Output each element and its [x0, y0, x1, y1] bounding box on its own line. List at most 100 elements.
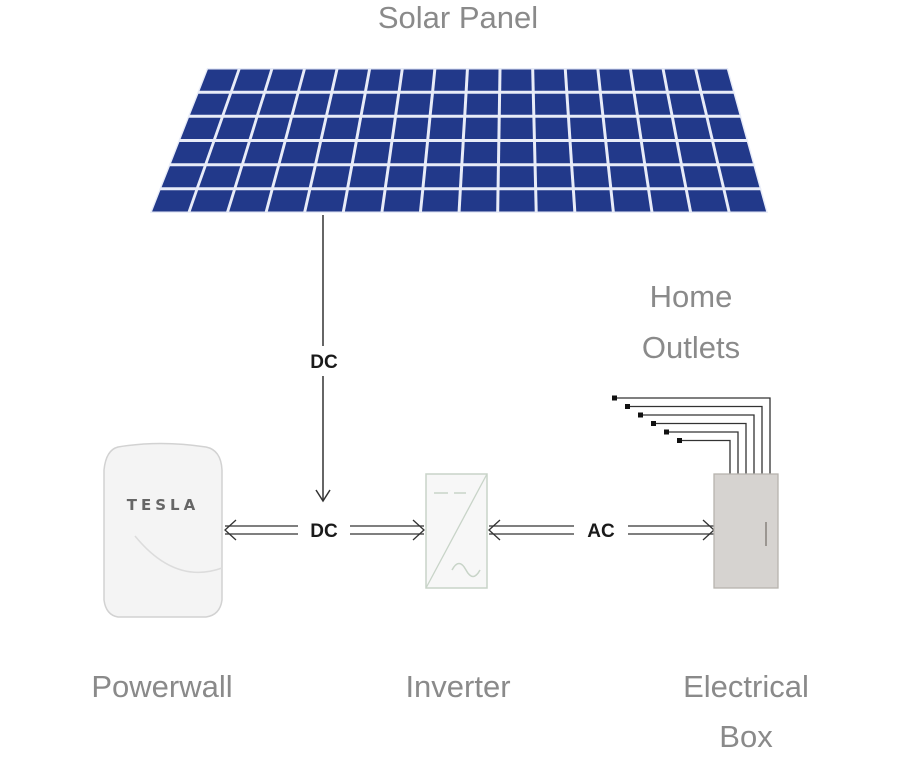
panel-cell	[397, 93, 431, 115]
panel-cell	[571, 142, 607, 164]
panel-cell	[180, 117, 221, 139]
outlet-terminal	[651, 421, 656, 426]
outlet-terminal	[677, 438, 682, 443]
panel-cell	[207, 142, 248, 164]
panel-cell	[646, 166, 685, 188]
outlet-wire	[614, 397, 771, 474]
panel-cell	[725, 190, 767, 212]
panel-cell	[687, 190, 728, 212]
panel-cell	[224, 93, 263, 115]
panel-cell	[190, 190, 233, 212]
panel-cell	[639, 117, 675, 139]
panel-cell	[431, 93, 465, 115]
panel-cell	[274, 166, 314, 188]
powerwall-icon: TESLA	[103, 442, 223, 618]
panel-cell	[287, 117, 325, 139]
ac-tag: AC	[574, 514, 628, 546]
home-outlets-label-line1: Home	[649, 279, 733, 314]
panel-cell	[642, 142, 680, 164]
panel-cell	[467, 69, 499, 91]
panel-cell	[535, 117, 569, 139]
panel-cell	[328, 93, 364, 115]
panel-cell	[573, 166, 610, 188]
panel-cell	[199, 69, 238, 91]
panel-cell	[229, 190, 271, 212]
outlet-terminal	[638, 412, 643, 418]
home-outlets-label-line2: Outlets	[641, 330, 741, 365]
panel-cell	[393, 117, 429, 139]
dc-tag-horizontal: DC	[298, 514, 350, 546]
panel-cell	[190, 93, 229, 115]
panel-cell	[664, 69, 700, 91]
dc-label-vertical: DC	[310, 352, 338, 373]
panel-cell	[612, 190, 651, 212]
panel-cell	[460, 190, 497, 212]
panel-cell	[574, 190, 612, 212]
panel-cell	[429, 117, 464, 139]
panel-cell	[400, 69, 434, 91]
panel-cell	[236, 166, 277, 188]
outlet-terminal	[664, 429, 669, 435]
panel-cell	[333, 69, 368, 91]
panel-cell	[199, 166, 241, 188]
tesla-logo: TESLA	[127, 496, 199, 514]
inverter-label: Inverter	[405, 669, 511, 704]
panel-cell	[426, 142, 462, 164]
outlet-terminal	[612, 395, 617, 401]
inverter-icon	[425, 473, 488, 589]
panel-cell	[570, 117, 604, 139]
panel-cell	[464, 117, 498, 139]
outlet-wire	[640, 414, 755, 474]
panel-cell	[280, 142, 319, 164]
panel-cell	[609, 166, 647, 188]
panel-cell	[293, 93, 330, 115]
panel-cell	[702, 93, 740, 115]
panel-cell	[306, 190, 346, 212]
electrical-box-icon	[713, 473, 779, 589]
panel-cell	[266, 69, 303, 91]
panel-cell	[244, 142, 284, 164]
panel-cell	[259, 93, 297, 115]
dc-label-horizontal: DC	[310, 521, 338, 542]
panel-cell	[604, 117, 640, 139]
panel-cell	[501, 69, 532, 91]
outlet-wire	[627, 405, 763, 474]
solar-panel-icon	[150, 68, 768, 213]
panel-cell	[300, 69, 336, 91]
panel-cell	[674, 117, 711, 139]
panel-cell	[500, 142, 534, 164]
electrical-box-label-line2: Box	[719, 719, 773, 754]
panel-cell	[650, 190, 689, 212]
outlet-terminal	[625, 404, 630, 409]
panel-cell	[390, 142, 426, 164]
panel-cell	[463, 142, 498, 164]
solar-panel-label: Solar Panel	[377, 0, 539, 35]
dc-tag-vertical: DC	[303, 346, 345, 376]
panel-cell	[599, 69, 633, 91]
panel-cell	[251, 117, 290, 139]
panel-cell	[708, 117, 747, 139]
panel-cell	[367, 69, 401, 91]
panel-cell	[499, 190, 535, 212]
panel-cell	[714, 142, 753, 164]
panel-cell	[697, 69, 733, 91]
panel-cell	[499, 166, 535, 188]
panel-cell	[534, 69, 566, 91]
panel-cell	[349, 166, 387, 188]
panel-cell	[632, 69, 666, 91]
panel-cell	[566, 69, 599, 91]
panel-cell	[536, 142, 570, 164]
panel-cell	[152, 190, 196, 212]
panel-cell	[161, 166, 204, 188]
panel-cell	[358, 117, 394, 139]
panel-cell	[678, 142, 717, 164]
panel-cell	[422, 190, 459, 212]
powerwall-label: Powerwall	[91, 669, 233, 704]
panel-cell	[669, 93, 705, 115]
outlet-wires	[612, 395, 771, 474]
panel-cell	[344, 190, 384, 212]
panel-cell	[383, 190, 422, 212]
panel-cell	[602, 93, 636, 115]
outlet-wire	[679, 439, 731, 474]
